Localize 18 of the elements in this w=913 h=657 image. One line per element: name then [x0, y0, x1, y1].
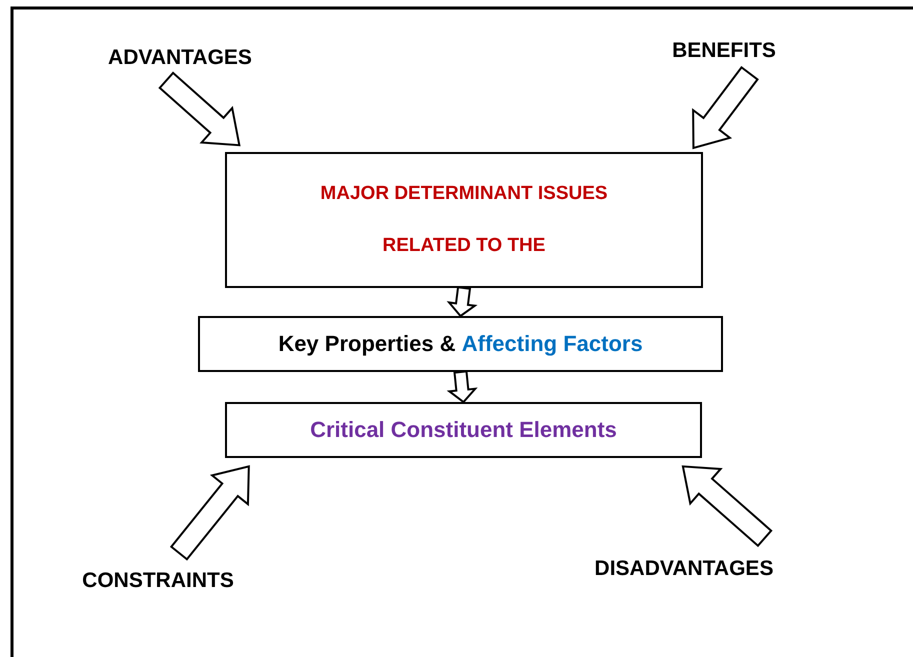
box-text: Key Properties &: [278, 331, 456, 357]
block-arrow: [692, 66, 759, 150]
heading-text: MAJOR DETERMINANT ISSUES: [320, 183, 608, 206]
process-box: [225, 152, 703, 288]
process-box: [198, 316, 723, 372]
heading-text: RELATED TO THE: [382, 234, 546, 257]
label-text: ADVANTAGES: [95, 44, 265, 72]
process-box: [225, 402, 702, 458]
block-arrow: [446, 286, 478, 318]
box-text: Affecting Factors: [462, 331, 643, 357]
block-arrow: [682, 465, 773, 548]
label-text: CONSTRAINTS: [70, 567, 246, 595]
block-arrow: [446, 370, 478, 404]
block-arrow: [170, 465, 250, 561]
box-text: Critical Constituent Elements: [310, 417, 617, 443]
block-arrow: [158, 72, 241, 146]
label-text: BENEFITS: [666, 37, 782, 65]
label-text: DISADVANTAGES: [578, 555, 790, 583]
